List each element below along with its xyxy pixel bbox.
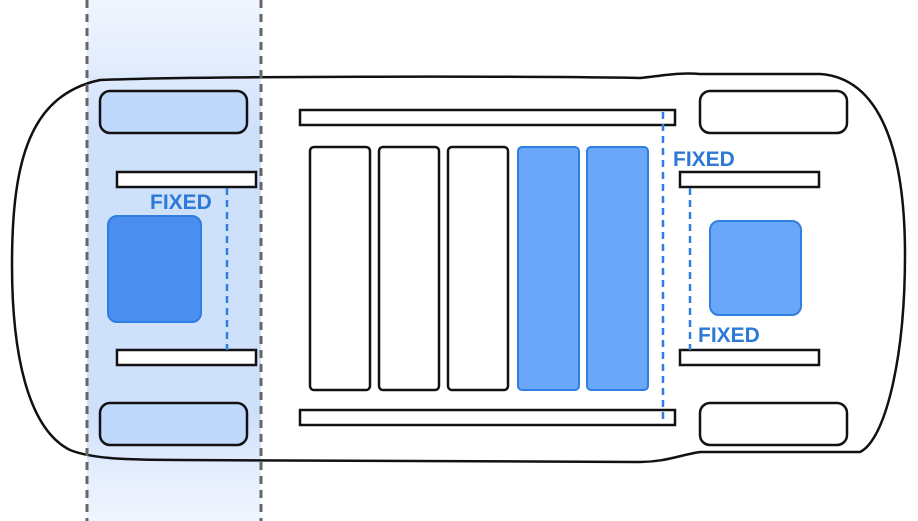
seat-slat-1 [308, 145, 372, 392]
rear-fixed-label-top: FIXED [673, 148, 735, 171]
seat-slat-2 [377, 145, 441, 392]
seat-slat-3 [446, 145, 510, 392]
wheel-rear-bottom [698, 401, 849, 447]
rail-bottom [298, 408, 677, 427]
rear-axle-top [678, 170, 821, 189]
front-fixed-block [107, 215, 202, 323]
rear-fixed-label-bottom: FIXED [698, 324, 760, 347]
car-body-outline [10, 72, 907, 464]
wheel-rear-top [698, 89, 849, 135]
front-axle-top [115, 170, 258, 189]
rear-fixed-block [709, 220, 802, 316]
wheel-front-top [98, 89, 249, 135]
front-fixed-label: FIXED [150, 191, 212, 214]
rear-axle-bottom [678, 348, 821, 367]
seat-slat-4-highlighted [517, 146, 580, 391]
seat-slat-5-highlighted [586, 146, 649, 391]
rail-top [298, 108, 677, 127]
wheel-front-bottom [98, 401, 249, 447]
front-axle-bottom [115, 348, 258, 367]
